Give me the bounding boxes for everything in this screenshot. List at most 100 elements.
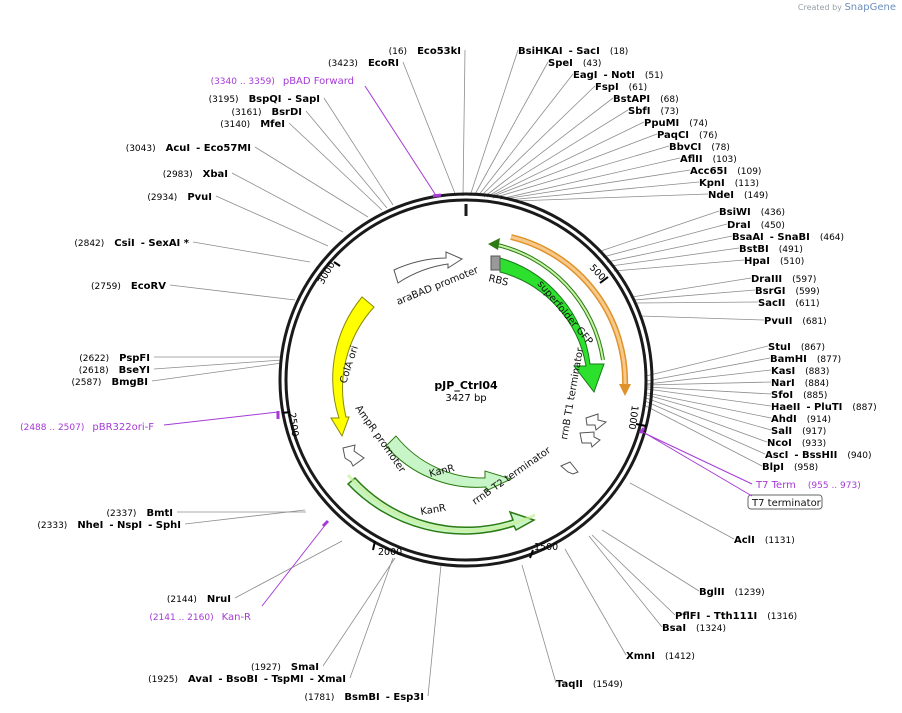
enzyme-label-bbvci: BbvCI(78): [669, 142, 730, 153]
enzyme-leader-line: [499, 157, 681, 200]
enzyme-label-spei: SpeI(43): [548, 58, 601, 69]
enzyme-label-pvuii: PvuII(681): [764, 316, 827, 327]
enzyme-label-taqii: TaqII(1549): [556, 679, 623, 690]
enzyme-label-bmti: (2337)BmtI: [107, 508, 173, 519]
enzyme-label-bsmbi: (1781)BsmBI- Esp3I: [304, 692, 424, 703]
enzyme-leader-line: [477, 73, 574, 197]
enzyme-leader-line: [490, 133, 658, 198]
enzyme-label-bsaai: BsaAI- SnaBI(464): [732, 232, 844, 243]
enzyme-leader-line: [629, 482, 735, 540]
primer-label-pbr322ori-f: (2488 .. 2507)pBR322ori-F: [20, 422, 154, 433]
enzyme-label-ecorv: (2759)EcoRV: [91, 281, 166, 292]
enzyme-leader-line: [601, 529, 700, 592]
enzyme-label-pspfi: (2622)PspFI: [79, 353, 150, 364]
enzyme-leader-line: [564, 548, 627, 656]
enzyme-leader-line: [254, 146, 369, 218]
enzyme-label-aflii: AflII(103): [680, 154, 737, 165]
snapgene-logo: SnapGene: [844, 2, 896, 13]
rrnb-t1-terminator-arrow-a: [585, 413, 608, 431]
pbad-forward-primer-bar: [432, 193, 442, 198]
primer-label-pbad-forward: (3340 .. 3359)pBAD Forward: [211, 76, 354, 87]
enzyme-label-avai: (1925)AvaI- BsoBI- TspMI- XmaI: [148, 674, 346, 685]
rrnb-t2-terminator-arrow: [560, 461, 579, 475]
enzyme-leader-line: [192, 241, 311, 263]
enzyme-label-stui: StuI(867): [768, 342, 825, 353]
tick-marks: [281, 261, 647, 559]
tick-label-2000: 2000: [378, 547, 402, 558]
enzyme-leader-line: [151, 362, 283, 382]
enzyme-label-acui: (3043)AcuI- Eco57MI: [126, 143, 251, 154]
snapgene-credit: Created by SnapGene: [798, 2, 896, 13]
enzyme-label-nhei: (2333)NheI- NspI- SphI: [37, 520, 181, 531]
enzyme-leader-line: [644, 400, 766, 455]
enzyme-leader-line: [631, 277, 752, 298]
enzyme-leader-line: [646, 357, 771, 382]
feature-label-rbs: RBS: [487, 273, 509, 289]
enzyme-leader-line: [486, 109, 629, 198]
enzyme-label-acc65i: Acc65I(109): [690, 166, 761, 177]
enzyme-leader-line: [231, 172, 344, 233]
enzyme-leader-line: [597, 210, 720, 253]
plasmid-length: 3427 bp: [445, 393, 486, 404]
enzyme-leader-line: [610, 247, 740, 267]
enzyme-label-bsai: BsaI(1324): [662, 623, 726, 634]
enzyme-label-kpni: KpnI(113): [699, 178, 759, 189]
enzyme-leader-line: [503, 169, 691, 200]
enzyme-label-ppumi: PpuMI(74): [644, 118, 708, 129]
enzyme-label-sbfi: SbfI(73): [628, 106, 679, 117]
superfolder-gfp-arrow: [499, 257, 605, 394]
enzyme-label-ecori: (3423)EcoRI: [328, 58, 399, 69]
enzyme-label-haeii: HaeII- PluTI(887): [771, 402, 877, 413]
enzyme-label-kasi: KasI(883): [771, 366, 829, 377]
primer-label-t7-term: T7 Term(955 .. 973): [755, 480, 861, 491]
t7-terminator-box: [747, 494, 823, 510]
tick-label-2500: 2500: [286, 412, 300, 437]
enzyme-label-paqci: PaqCI(76): [657, 130, 718, 141]
primer-leader-line: [364, 85, 438, 198]
enzyme-label-bamhi: BamHI(877): [770, 354, 841, 365]
enzyme-label-mfei: (3140)MfeI: [220, 119, 285, 130]
enzyme-label-asci: AscI- BssHII(940): [765, 450, 872, 461]
enzyme-leader-line: [169, 284, 296, 301]
enzyme-label-sali: SalI(917): [771, 426, 826, 437]
enzyme-label-drai: DraI(450): [727, 220, 785, 231]
enzyme-label-bsihkai: BsiHKAI- SacI(18): [518, 46, 628, 57]
enzyme-leader-line: [588, 535, 663, 628]
backbone-outer-circle: [278, 192, 654, 568]
feature-label-kanr-outer: KanR: [420, 503, 447, 518]
enzyme-label-eagi: EagI- NotI(51): [573, 70, 663, 81]
enzyme-leader-line: [488, 121, 645, 198]
feature-label-rrnb-t2-terminator: rrnB T2 terminator: [470, 445, 553, 508]
created-by-text: Created by: [797, 3, 842, 12]
enzyme-leader-line: [646, 369, 772, 385]
enzyme-leader-line: [483, 97, 614, 198]
enzyme-label-bmgbi: (2587)BmgBI: [72, 377, 148, 388]
enzyme-leader-line: [323, 97, 394, 206]
enzyme-label-sfoi: SfoI(885): [771, 390, 827, 401]
primer-leader-line: [261, 523, 327, 607]
primer-leader-line: [641, 431, 753, 485]
enzyme-label-xmni: XmnI(1412): [626, 651, 695, 662]
enzyme-leader-line: [469, 49, 519, 197]
enzyme-leader-line: [602, 223, 728, 258]
enzyme-leader-line: [234, 540, 343, 599]
enzyme-label-bsrdi: (3161)BsrDI: [232, 107, 302, 118]
enzyme-leader-line: [521, 564, 557, 684]
enzyme-leader-line: [646, 386, 772, 395]
rrnb-t1-terminator-arrow-b: [579, 431, 601, 448]
tick-label-1000: 1000: [626, 405, 640, 430]
enzyme-label-draiii: DraIII(597): [751, 274, 816, 285]
cola-ori-arrow: [330, 296, 375, 438]
enzyme-label-bstapi: BstAPI(68): [613, 94, 679, 105]
enzyme-leader-line: [305, 110, 388, 209]
primer-label-kan-r: (2141 .. 2160)Kan-R: [149, 612, 251, 623]
enzyme-leader-line: [402, 61, 457, 197]
enzyme-leader-line: [288, 122, 383, 211]
enzyme-label-ndei: NdeI(149): [708, 190, 768, 201]
kanr-inner-arrow: [385, 435, 513, 492]
enzyme-leader-line: [462, 49, 466, 197]
rbs-marker: [490, 255, 501, 271]
enzyme-label-nrui: (2144)NruI: [167, 594, 231, 605]
enzyme-leader-line: [349, 557, 394, 679]
